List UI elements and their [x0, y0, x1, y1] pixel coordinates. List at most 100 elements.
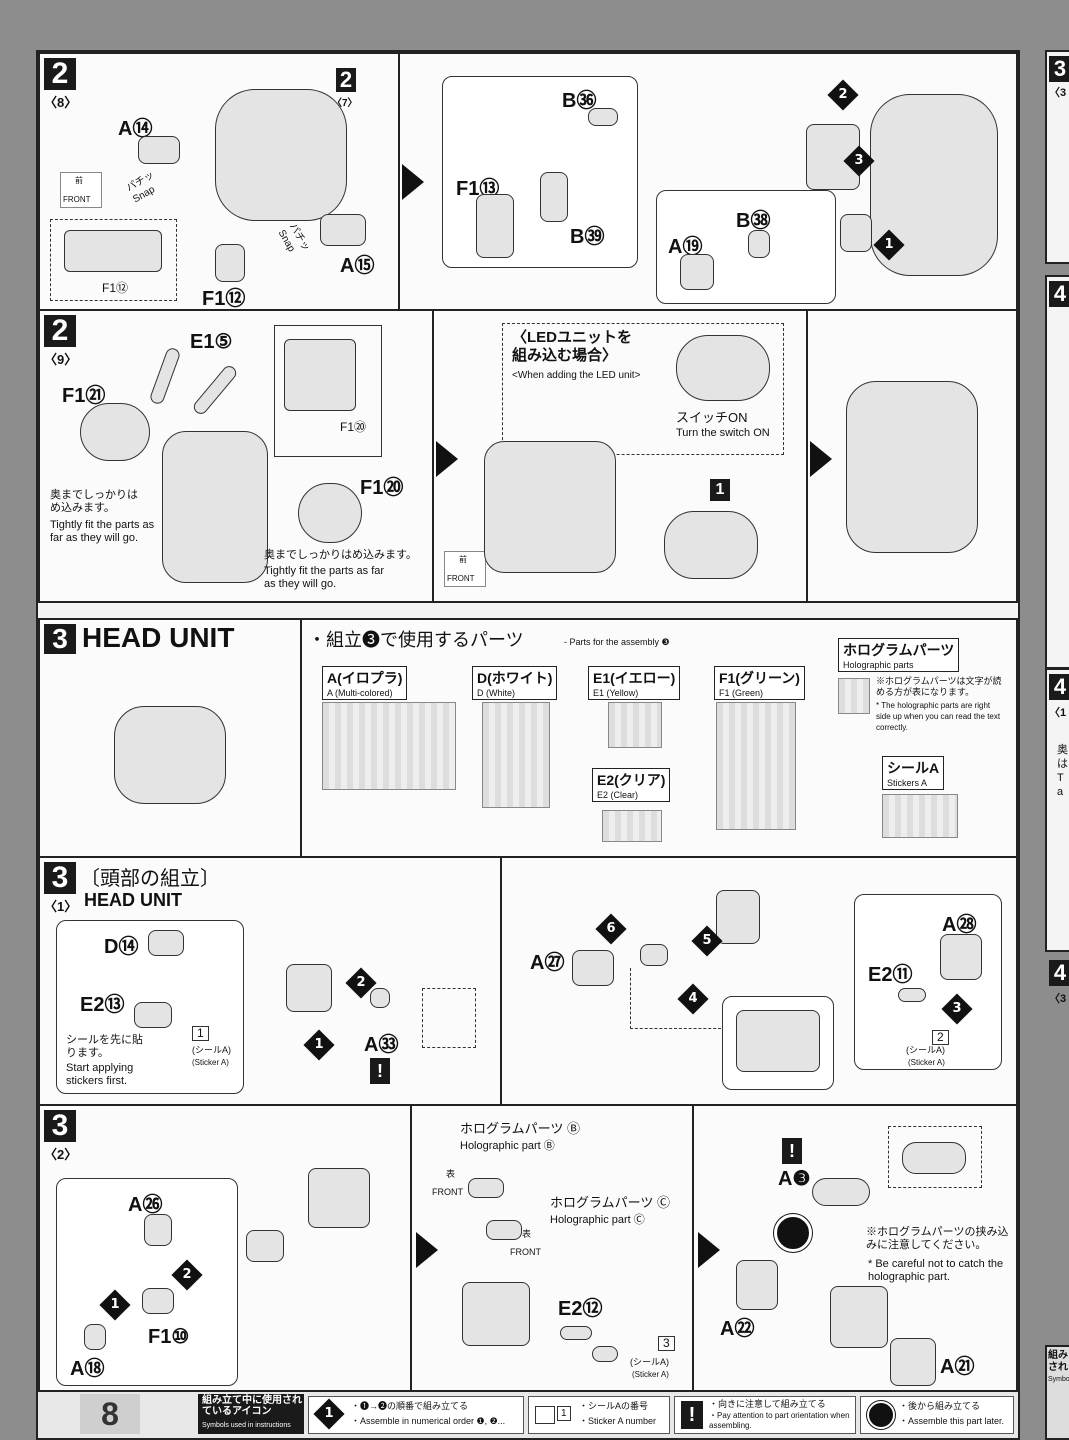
flow-arrow: [810, 441, 832, 477]
part-head-assembly: [308, 1168, 370, 1228]
part-a28: [940, 934, 982, 980]
side-bottom-1: 組み: [1048, 1350, 1068, 1361]
part-head-side: [246, 1230, 284, 1262]
sticker-label-3-jp: (シールA): [630, 1357, 669, 1367]
side-strip-mid: 4: [1045, 275, 1069, 669]
label-f1-10: F1⑩: [148, 1326, 190, 1348]
side-step-sub: 〈3: [1049, 87, 1067, 99]
legend-later-en: ・Assemble this part later.: [899, 1416, 1005, 1426]
order-5-icon: 5: [691, 925, 723, 957]
legend-orientation-en: ・Pay attention to part orientation when …: [709, 1411, 850, 1430]
torso-part-drawing-3: [162, 431, 268, 583]
panel-parts-list: ・組立❸で使用するパーツ - Parts for the assembly ❸ …: [300, 618, 1018, 858]
part-a3-detail: [902, 1142, 966, 1174]
side-bottom-3: Symbo: [1048, 1376, 1069, 1383]
step-number-badge: 2: [44, 315, 76, 347]
switch-jp: スイッチON: [676, 410, 748, 425]
label-b39: B㊴: [570, 226, 605, 248]
part-e2-11: [898, 988, 926, 1002]
front2-jp: 表: [522, 1229, 532, 1239]
part-b39: [540, 172, 568, 222]
note-fit-1-jp: 奥までしっかりはめ込みます。: [50, 489, 138, 514]
front-indicator: 前 FRONT: [444, 551, 486, 587]
label-a3: A❸: [778, 1168, 811, 1190]
part-a27: [572, 950, 614, 986]
part-a21: [890, 1338, 936, 1386]
side-frag-1: 奥: [1057, 744, 1068, 756]
holo-c-jp: ホログラムパーツ Ⓒ: [550, 1195, 670, 1210]
label-e2-13: E2⑬: [80, 994, 125, 1016]
part-f1-20: [298, 483, 362, 543]
legend-sticker-en: ・Sticker A number: [579, 1416, 657, 1426]
front-indicator: 前 FRONT: [60, 172, 102, 208]
caution-icon: !: [370, 1058, 390, 1084]
parts-title-jp: ・組立❸で使用するパーツ: [308, 630, 524, 650]
label-e2-12: E2⑫: [558, 1298, 603, 1320]
step-title-jp: 〔頭部の組立〕: [80, 868, 220, 890]
part-a33: [370, 988, 390, 1008]
torso-part-drawing-4: [484, 441, 616, 573]
runner-e2: [602, 810, 662, 842]
part-head-core: [286, 964, 332, 1012]
holo-note-en: * The holographic parts are right side u…: [876, 701, 1001, 732]
order-6-icon: 6: [595, 913, 627, 945]
sticker-sheet: [882, 794, 958, 838]
holo-parts-sheet: [838, 678, 870, 714]
side-step-badge-4a: 4: [1049, 281, 1069, 307]
order-1-icon: 1: [99, 1289, 131, 1321]
assemble-later-icon: [774, 1214, 812, 1252]
part-sticker-3: [592, 1346, 618, 1362]
runner-tag-e1: E1(イエロー)E1 (Yellow): [588, 666, 681, 700]
ref-step-badge: 2: [336, 68, 356, 92]
part-shoulder-small: [840, 214, 872, 252]
runner-tag-a: A(イロプラ)A (Multi-colored): [322, 666, 408, 700]
led-unit-number: 1: [710, 479, 730, 501]
flow-arrow: [416, 1232, 438, 1268]
step-number-badge: 3: [44, 862, 76, 894]
sticker-label-3-en: (Sticker A): [632, 1370, 669, 1379]
label-a22: A㉒: [720, 1318, 755, 1340]
holo-c-en: Holographic part Ⓒ: [550, 1214, 645, 1226]
symbols-title: 組み立て中に使用されているアイコン Symbols used in instru…: [198, 1394, 304, 1434]
panel-step-3-2: 3 〈2〉 A㉖ 2 1 F1⑩ A⑱ ホログラムパーツ Ⓑ Holograph…: [38, 1104, 1018, 1392]
sub-box-a26: [56, 1178, 238, 1386]
runner-tag-f1: F1(グリーン)F1 (Green): [714, 666, 805, 700]
legend-order: 1 ・❶→❷の順番で組み立てる ・Assemble in numerical o…: [308, 1396, 524, 1434]
side-step-sub-4b: 〈1: [1049, 707, 1067, 719]
part-e2-13: [134, 1002, 172, 1028]
holo-note-jp: ※ホログラムパーツは文字が読める方が表になります。: [876, 676, 1002, 697]
order-1-icon: 1: [873, 229, 905, 261]
caution-en: * Be careful not to catch the holographi…: [868, 1258, 1004, 1283]
detail-box-f1-12: [50, 219, 177, 301]
part-f1-21: [80, 403, 150, 461]
flow-arrow: [402, 164, 424, 200]
part-e1-5-left: [148, 346, 182, 406]
label-f1-12: F1⑫: [202, 288, 246, 310]
legend-order-jp: ・❶→❷の順番で組み立てる: [351, 1401, 469, 1411]
legend-sticker-jp: ・シールAの番号: [579, 1401, 649, 1411]
step-number-badge: 3: [44, 1110, 76, 1142]
parts-title-en: - Parts for the assembly ❸: [564, 637, 670, 647]
sticker-number-1: 1: [192, 1026, 209, 1041]
side-bottom-2: され: [1048, 1362, 1068, 1373]
part-f1-10: [142, 1288, 174, 1314]
label-f1-20-small: F1⑳: [340, 420, 367, 434]
part-head-body: [462, 1282, 530, 1346]
label-a27: A㉗: [530, 952, 565, 974]
panel-step-3-1: 3 〈1〉 〔頭部の組立〕 HEAD UNIT D⑭ E2⑬ シールを先に貼りま…: [38, 856, 1018, 1106]
label-a28: A㉘: [942, 914, 977, 936]
assemble-later-icon: [867, 1401, 895, 1429]
torso-part-drawing-5: [846, 381, 978, 553]
part-d14: [148, 930, 184, 956]
led-title-jp: 〈LEDユニットを組み込む場合〉: [512, 329, 633, 364]
caution-icon: !: [681, 1401, 703, 1429]
runner-a: [322, 702, 456, 790]
side-step-badge-4b: 4: [1049, 674, 1069, 700]
sticker-number-2: 2: [932, 1030, 949, 1045]
sticker-note-en: Start applying stickers first.: [66, 1062, 134, 1087]
sub-box-a28: [854, 894, 1002, 1070]
legend-sticker: 1 ・シールAの番号 ・Sticker A number: [528, 1396, 670, 1434]
label-f1-21: F1㉑: [62, 385, 106, 407]
flow-arrow: [436, 441, 458, 477]
